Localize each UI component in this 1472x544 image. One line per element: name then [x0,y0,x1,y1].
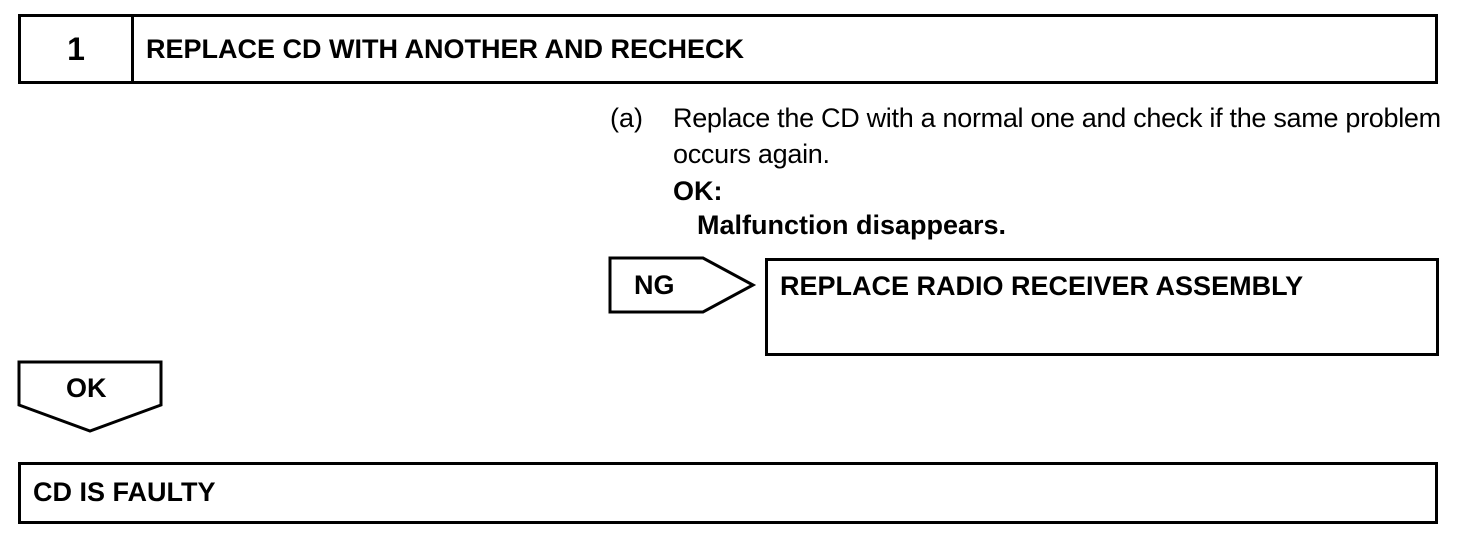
ng-result-box: REPLACE RADIO RECEIVER ASSEMBLY [765,258,1439,356]
step-title: REPLACE CD WITH ANOTHER AND RECHECK [146,33,744,64]
instruction-text: Replace the CD with a normal one and che… [673,103,1441,169]
step-header: 1 REPLACE CD WITH ANOTHER AND RECHECK [18,14,1438,84]
ng-label: NG [634,270,675,300]
ok-label: OK [66,373,107,403]
step-number: 1 [21,17,134,81]
ok-criteria-label: OK: [673,176,723,206]
ng-result-text: REPLACE RADIO RECEIVER ASSEMBLY [780,271,1304,301]
instruction-marker: (a) [610,103,643,133]
ok-arrow-icon [17,360,163,433]
ng-arrow-icon [608,256,757,314]
ok-result-box: CD IS FAULTY [18,462,1438,524]
ok-criteria-condition: Malfunction disappears. [697,210,1007,240]
ok-result-text: CD IS FAULTY [33,477,216,507]
